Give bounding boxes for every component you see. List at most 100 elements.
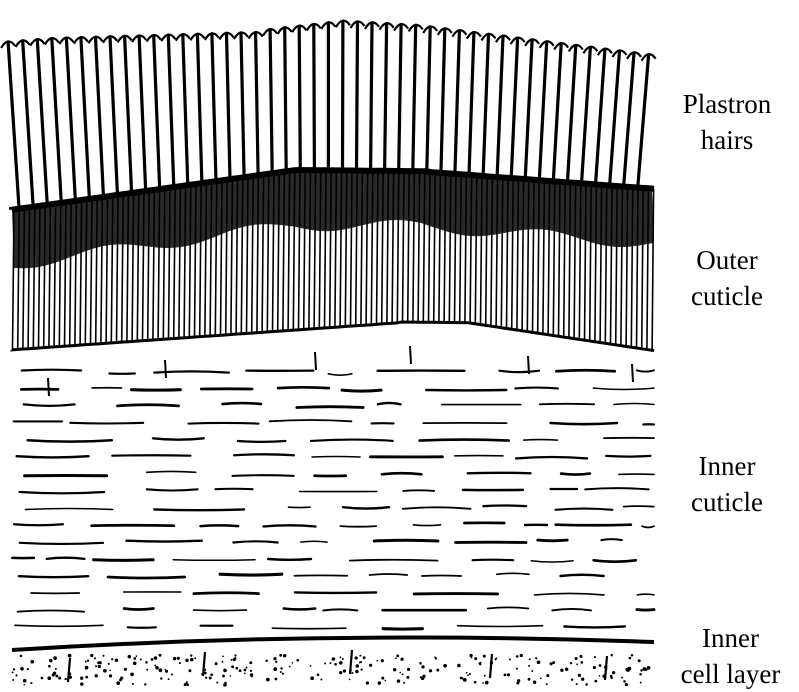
inner-cuticle-lamella	[233, 541, 277, 542]
cell-layer-stipple	[403, 682, 405, 684]
cell-layer-stipple	[466, 672, 468, 674]
inner-cuticle-lamella	[147, 489, 198, 490]
plastron-hair	[270, 30, 272, 174]
plastron-hair	[139, 36, 146, 191]
cell-layer-stipple	[342, 658, 344, 660]
outer-cuticle-bottom-edge	[12, 322, 654, 351]
cell-layer-stipple	[623, 680, 626, 683]
cell-layer-stipple	[629, 657, 632, 660]
inner-cuticle-lamella	[263, 525, 315, 526]
plastron-hair	[125, 36, 132, 193]
inner-cuticle-lamella	[22, 370, 81, 371]
cell-layer-stipple	[130, 672, 134, 676]
label-plastron-hairs-line2: hairs	[662, 122, 792, 158]
label-inner-cell-layer-line2: cell layer	[662, 656, 799, 692]
cell-layer-stipple	[87, 660, 89, 662]
cell-layer-stipple	[49, 659, 52, 662]
cell-layer-stipple	[283, 654, 286, 657]
cell-layer-stipple	[222, 675, 225, 678]
cell-layer-stipple	[517, 679, 520, 682]
plastron-hair	[385, 24, 387, 171]
plastron-hair	[638, 55, 649, 188]
inner-cuticle-lamella	[234, 454, 294, 455]
cell-layer-stipple	[246, 667, 248, 669]
cell-layer-stipple	[85, 661, 87, 663]
cell-layer-stipple	[132, 683, 134, 685]
cell-layer-stipple	[363, 656, 366, 659]
inner-cuticle-lamella	[516, 457, 587, 458]
cell-layer-stipple	[273, 667, 277, 671]
plastron-hair	[357, 22, 358, 171]
plastron-hair	[299, 26, 300, 169]
inner-cuticle-lamella	[637, 370, 654, 371]
cell-layer-stipple	[146, 669, 148, 671]
inner-cuticle-tick	[410, 346, 411, 364]
cell-layer-stipple	[80, 682, 83, 685]
inner-cuticle-lamella	[535, 593, 604, 595]
inner-cuticle-layer	[12, 346, 654, 629]
plastron-hair	[314, 25, 315, 171]
plastron-hair	[455, 31, 460, 174]
inner-cuticle-lamella	[25, 509, 112, 510]
plastron-hair	[81, 38, 90, 200]
plastron-hair	[154, 36, 160, 190]
cell-layer-stipple	[30, 682, 32, 684]
cell-layer-stipple	[443, 664, 447, 668]
cell-layer-stipple	[381, 677, 384, 680]
cell-layer-stipple	[85, 667, 88, 670]
cell-layer-stipple	[194, 657, 196, 659]
cell-layer-stipple	[483, 655, 486, 658]
cell-layer-stipple	[185, 659, 188, 662]
cell-layer-stipple	[420, 676, 422, 678]
cell-layer-stipple	[186, 681, 188, 683]
plastron-hair	[371, 23, 372, 171]
cell-layer-stipple	[552, 661, 555, 664]
cell-layer-stipple	[109, 669, 111, 671]
cell-layer-stipple	[359, 655, 361, 657]
cell-layer-stipple	[581, 661, 584, 664]
inner-cuticle-lamella	[561, 575, 604, 576]
cell-layer-stipple	[381, 659, 384, 662]
cell-layer-stipple	[332, 657, 336, 661]
cell-layer-stipple	[230, 675, 232, 677]
inner-cuticle-lamella	[483, 506, 526, 507]
cell-layer-stipple	[215, 662, 218, 665]
cell-layer-stipple	[639, 673, 642, 676]
plastron-hair	[8, 42, 19, 209]
cell-layer-stipple	[233, 658, 236, 661]
cell-layer-stipple	[467, 674, 469, 676]
plastron-hair	[285, 28, 287, 172]
inner-cuticle-lamella	[585, 488, 648, 489]
cell-layer-stipple	[359, 662, 361, 664]
cell-layer-stipple	[124, 668, 127, 671]
cell-layer-stipple	[159, 654, 162, 657]
cell-layer-stipple	[485, 681, 489, 685]
inner-cuticle-lamella	[14, 524, 63, 525]
inner-cuticle-lamella	[340, 526, 376, 527]
cell-layer-stipple	[599, 675, 601, 677]
inner-cuticle-lamella	[323, 609, 357, 610]
cell-layer-stipple	[640, 682, 642, 684]
plastron-hair	[37, 40, 47, 206]
cell-layer-stipple	[585, 683, 588, 686]
cell-layer-stipple	[65, 678, 67, 680]
inner-cuticle-lamella	[268, 559, 311, 560]
inner-cuticle-lamella	[223, 403, 262, 404]
cell-layer-stipple	[529, 658, 531, 660]
plastron-hair	[66, 38, 75, 201]
inner-cuticle-lamella	[370, 574, 408, 575]
inner-cuticle-lamella	[552, 609, 591, 611]
inner-cuticle-lamella	[499, 371, 539, 372]
cell-layer-stipple	[419, 662, 422, 665]
plastron-hair	[197, 34, 202, 183]
plastron-hair	[567, 46, 575, 183]
inner-cuticle-lamella	[524, 440, 558, 441]
inner-cuticle-lamella	[124, 609, 153, 610]
cell-layer-stipple	[239, 669, 242, 672]
cell-layer-stipple	[190, 654, 192, 656]
plastron-hair	[23, 41, 34, 207]
inner-cuticle-lamella	[154, 509, 244, 510]
cell-layer-stipple	[581, 678, 584, 681]
inner-cuticle-lamella	[551, 423, 617, 424]
cell-layer-stipple	[244, 673, 246, 675]
